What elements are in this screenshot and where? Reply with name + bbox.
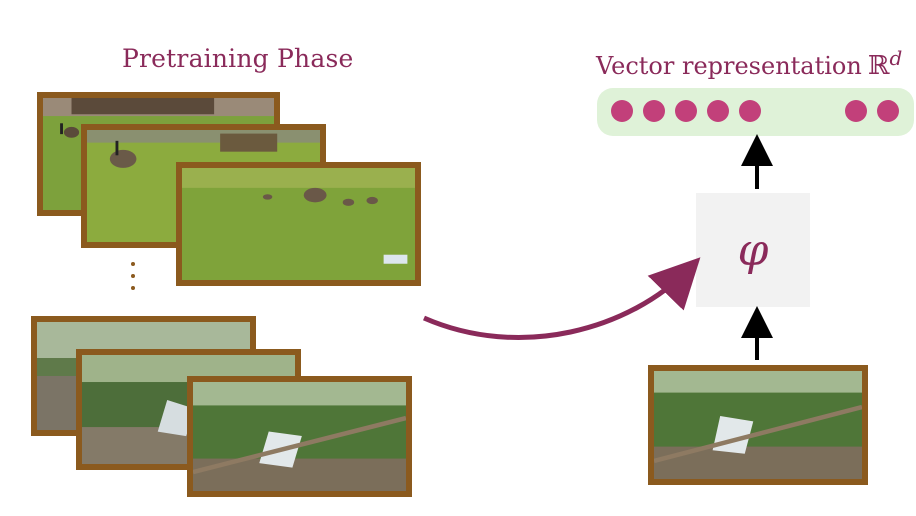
encoder-phi-symbol: φ (737, 224, 769, 276)
input-video-frame (648, 365, 868, 485)
encoder-box (696, 193, 810, 307)
vector-dot (675, 100, 697, 122)
vector-representation-label: Vector representation (596, 52, 862, 80)
pretraining-phase-title: Pretraining Phase (122, 44, 354, 73)
geese-scene-image (182, 168, 415, 280)
forest-scene-image (193, 382, 406, 491)
vector-dot (611, 100, 633, 122)
vector-dot (845, 100, 867, 122)
vertical-ellipsis (129, 262, 137, 298)
pretraining-to-encoder-arrow (422, 257, 701, 340)
vector-dot (739, 100, 761, 122)
video-frame-geese-3 (176, 162, 421, 286)
real-space-symbol: ℝ (867, 51, 890, 81)
vector-dot (707, 100, 729, 122)
vector-dot (643, 100, 665, 122)
vector-dot (877, 100, 899, 122)
dimension-exponent: d (889, 46, 903, 70)
forest-scene-image (654, 371, 862, 479)
video-frame-forest-3 (187, 376, 412, 497)
